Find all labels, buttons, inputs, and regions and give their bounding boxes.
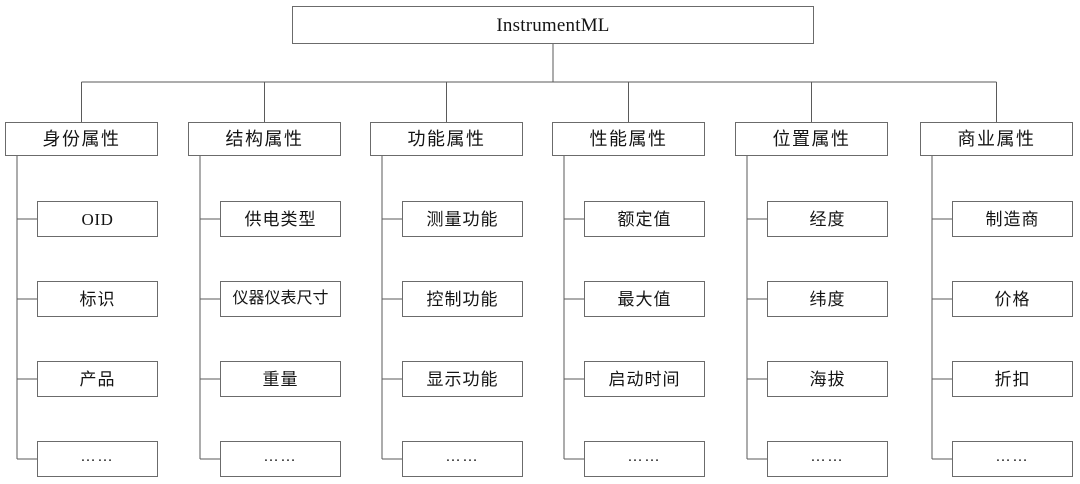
leaf-node-6-4: ……	[952, 441, 1073, 477]
leaf-node-label: 额定值	[617, 209, 672, 229]
leaf-node-label: ……	[995, 448, 1030, 465]
category-node-1: 身份属性	[5, 122, 158, 156]
root-node-instrumentml: InstrumentML	[292, 6, 814, 44]
category-node-label: 位置属性	[772, 129, 851, 149]
leaf-node-3-3: 显示功能	[402, 361, 523, 397]
leaf-node-label: 价格	[994, 289, 1031, 309]
leaf-node-5-3: 海拔	[767, 361, 888, 397]
leaf-node-label: ……	[627, 448, 662, 465]
leaf-node-1-3: 产品	[37, 361, 158, 397]
leaf-node-3-1: 测量功能	[402, 201, 523, 237]
leaf-node-label: 折扣	[994, 369, 1031, 389]
category-node-4: 性能属性	[552, 122, 705, 156]
leaf-node-label: 标识	[79, 289, 116, 309]
category-node-6: 商业属性	[920, 122, 1073, 156]
category-node-label: 身份属性	[42, 129, 121, 149]
leaf-node-label: ……	[445, 448, 480, 465]
leaf-node-6-2: 价格	[952, 281, 1073, 317]
leaf-node-label: 重量	[262, 369, 299, 389]
leaf-node-3-2: 控制功能	[402, 281, 523, 317]
leaf-node-2-2: 仪器仪表尺寸	[220, 281, 341, 317]
category-node-3: 功能属性	[370, 122, 523, 156]
leaf-node-6-1: 制造商	[952, 201, 1073, 237]
leaf-node-4-3: 启动时间	[584, 361, 705, 397]
leaf-node-5-1: 经度	[767, 201, 888, 237]
category-node-label: 功能属性	[407, 129, 486, 149]
leaf-node-label: 仪器仪表尺寸	[232, 290, 329, 307]
leaf-node-4-4: ……	[584, 441, 705, 477]
leaf-node-label: 供电类型	[244, 209, 317, 229]
leaf-node-2-3: 重量	[220, 361, 341, 397]
leaf-node-1-2: 标识	[37, 281, 158, 317]
leaf-node-2-4: ……	[220, 441, 341, 477]
category-node-label: 结构属性	[225, 129, 304, 149]
category-node-label: 性能属性	[589, 129, 668, 149]
leaf-node-4-2: 最大值	[584, 281, 705, 317]
leaf-node-1-1: OID	[37, 201, 158, 237]
category-node-label: 商业属性	[957, 129, 1036, 149]
leaf-node-label: 控制功能	[426, 289, 499, 309]
leaf-node-2-1: 供电类型	[220, 201, 341, 237]
leaf-node-5-2: 纬度	[767, 281, 888, 317]
category-node-2: 结构属性	[188, 122, 341, 156]
leaf-node-label: 测量功能	[426, 209, 499, 229]
leaf-node-label: OID	[81, 209, 114, 229]
leaf-node-4-1: 额定值	[584, 201, 705, 237]
leaf-node-label: 启动时间	[608, 369, 681, 389]
leaf-node-5-4: ……	[767, 441, 888, 477]
leaf-node-label: 经度	[809, 209, 846, 229]
leaf-node-label: 显示功能	[426, 369, 499, 389]
leaf-node-label: 纬度	[809, 289, 846, 309]
leaf-node-label: ……	[263, 448, 298, 465]
leaf-node-label: 海拔	[809, 369, 846, 389]
leaf-node-label: ……	[810, 448, 845, 465]
leaf-node-label: 制造商	[985, 209, 1040, 229]
leaf-node-label: 产品	[79, 369, 116, 389]
leaf-node-1-4: ……	[37, 441, 158, 477]
category-node-5: 位置属性	[735, 122, 888, 156]
leaf-node-3-4: ……	[402, 441, 523, 477]
root-node-label: InstrumentML	[496, 14, 610, 36]
leaf-node-label: 最大值	[617, 289, 672, 309]
leaf-node-label: ……	[80, 448, 115, 465]
leaf-node-6-3: 折扣	[952, 361, 1073, 397]
